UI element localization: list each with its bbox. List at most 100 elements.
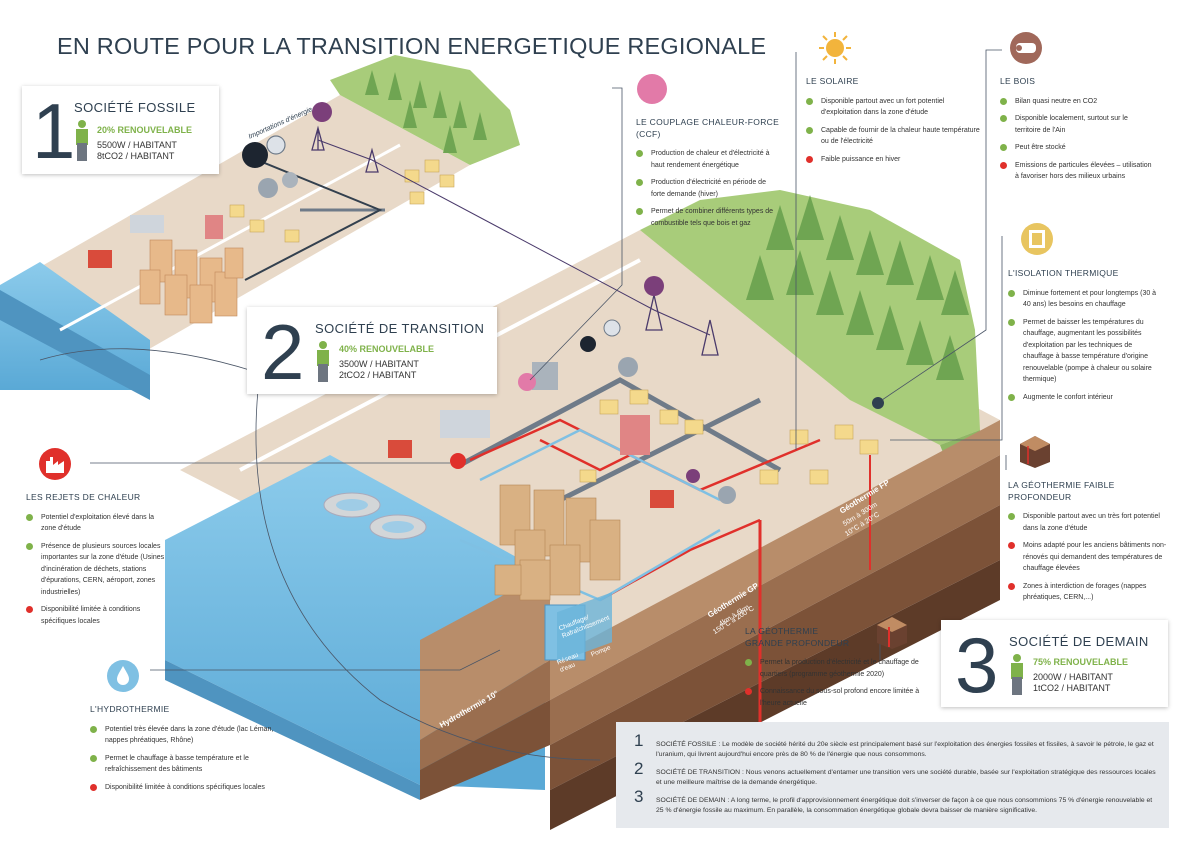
gas-tank <box>618 357 638 377</box>
bullet-positive: Potentiel d'exploitation élevé dans la z… <box>26 512 171 535</box>
bullet-negative: Disponibilité limitée à conditions spéci… <box>26 604 171 627</box>
sun-icon <box>819 32 851 64</box>
renewable-share: 20% RENOUVELABLE <box>97 125 193 135</box>
power-per-inhabitant: 5500W / HABITANT <box>97 140 177 150</box>
leader-lines <box>39 49 1007 761</box>
society-name: SOCIÉTÉ DE TRANSITION <box>315 321 485 336</box>
transition-church <box>620 415 650 455</box>
co2-per-inhabitant: 2tCO2 / HABITANT <box>339 370 417 380</box>
transition-houses <box>579 389 879 485</box>
bullet-negative: Connaissance du sous-sol profond encore … <box>745 686 935 709</box>
bullet-positive: Permet le chauffage à basse température … <box>90 753 295 776</box>
section-solaire: LE SOLAIRE Disponible partout avec un fo… <box>806 76 981 171</box>
forest-front <box>746 195 969 380</box>
society-name: SOCIÉTÉ FOSSILE <box>74 100 196 115</box>
fossil-city <box>139 239 244 324</box>
section-list: Disponible partout avec un fort potentie… <box>806 96 981 166</box>
society-number: 1 <box>32 87 76 175</box>
bullet-positive: Permet de combiner différents types de c… <box>636 206 781 229</box>
bullet-positive: Permet la production d'électricité et le… <box>745 657 935 680</box>
bullet-text: Disponible partout avec un très fort pot… <box>1023 513 1160 532</box>
section-title: LE BOIS <box>1000 76 1036 86</box>
heating-unit <box>557 592 612 663</box>
legend-number: 3 <box>634 787 644 806</box>
heat-factory-icon <box>39 448 71 480</box>
bullet-negative: Emissions de particules élevées – utilis… <box>1000 160 1155 183</box>
bullet-text: Faible puissance en hiver <box>821 155 901 163</box>
bullet-positive: Diminue fortement et pour longtemps (30 … <box>1008 288 1163 311</box>
transition-hill <box>640 190 980 445</box>
bullet-text: Augmente le confort intérieur <box>1023 393 1113 401</box>
ground-cube-icon <box>1020 436 1050 468</box>
section-ccf: LE COUPLAGE CHALEUR-FORCE (CCF) Producti… <box>636 117 781 235</box>
co2-per-inhabitant: 8tCO2 / HABITANT <box>97 151 175 161</box>
society-card-fossil: 1 SOCIÉTÉ FOSSILE 20% RENOUVELABLE 5500W… <box>22 86 219 174</box>
section-list: Potentiel très élevée dans la zone d'étu… <box>90 724 295 794</box>
bullet-positive: Disponible localement, surtout sur le te… <box>1000 113 1155 136</box>
legend-number: 2 <box>634 759 644 778</box>
bullet-negative: Zones à interdiction de forages (nappes … <box>1008 581 1168 604</box>
bullet-positive: Disponible partout avec un très fort pot… <box>1008 511 1168 534</box>
section-title: LA GÉOTHERMIE GRANDE PROFONDEUR <box>745 626 850 648</box>
bullet-text: Disponibilité limitée à conditions spéci… <box>105 783 265 791</box>
bullet-text: Connaissance du sous-sol profond encore … <box>760 688 920 707</box>
fossil-houses <box>229 159 455 243</box>
bullet-text: Production d'électricité en période de f… <box>651 179 766 198</box>
section-title: LE SOLAIRE <box>806 76 859 86</box>
page-title: EN ROUTE POUR LA TRANSITION ENERGETIQUE … <box>57 33 767 59</box>
section-title: LA GÉOTHERMIE FAIBLE PROFONDEUR <box>1008 480 1115 502</box>
section-isolation: L'ISOLATION THERMIQUE Diminue fortement … <box>1008 268 1163 409</box>
electricity-marker <box>312 102 332 122</box>
oil-drop-marker <box>242 142 268 168</box>
soil-layer-2 <box>550 455 1000 745</box>
bullet-positive: Présence de plusieurs sources locales im… <box>26 541 171 599</box>
section-list: Production de chaleur et d'électricité à… <box>636 148 781 229</box>
gas-flame-marker <box>266 135 286 155</box>
bullet-negative: Moins adapté pour les anciens bâtiments … <box>1008 540 1168 575</box>
legend-number: 1 <box>634 731 644 750</box>
bullet-positive: Permet de baisser les températures du ch… <box>1008 317 1163 386</box>
bullet-text: Potentiel très élevée dans la zone d'étu… <box>105 725 274 745</box>
legend-text: SOCIÉTÉ DE TRANSITION : Nous venons actu… <box>656 769 1156 786</box>
section-list: Permet la production d'électricité et le… <box>745 657 935 709</box>
cold-pipe <box>479 428 721 502</box>
bullet-positive: Potentiel très élevée dans la zone d'étu… <box>90 724 295 747</box>
water-drop-icon <box>107 660 139 692</box>
ccf-marker <box>518 373 536 391</box>
transition-factory <box>440 410 490 438</box>
bullet-negative: Faible puissance en hiver <box>806 154 981 166</box>
bullet-text: Bilan quasi neutre en CO2 <box>1015 97 1098 105</box>
bullet-text: Permet le chauffage à basse température … <box>105 754 249 774</box>
bullet-text: Diminue fortement et pour longtemps (30 … <box>1023 289 1157 309</box>
oil-drop-marker <box>580 336 596 352</box>
section-list: Potentiel d'exploitation élevé dans la z… <box>26 512 171 628</box>
power-per-inhabitant: 3500W / HABITANT <box>339 359 419 369</box>
bullet-positive: Disponible partout avec un fort potentie… <box>806 96 981 119</box>
bullet-positive: Augmente le confort intérieur <box>1008 392 1163 404</box>
society-name: SOCIÉTÉ DE DEMAIN <box>1009 634 1149 649</box>
legend-text: SOCIÉTÉ DE DEMAIN : A long terme, le pro… <box>656 797 1153 814</box>
society-card-demain: 3 SOCIÉTÉ DE DEMAIN 75% RENOUVELABLE 200… <box>941 620 1168 707</box>
bullet-text: Emissions de particules élevées – utilis… <box>1015 161 1152 181</box>
legend-text: SOCIÉTÉ FOSSILE : Le modèle de société h… <box>656 741 1154 758</box>
insulation-icon <box>1021 223 1053 255</box>
electricity-marker <box>644 276 664 296</box>
bullet-text: Permet de baisser les températures du ch… <box>1023 318 1152 384</box>
section-geogp: LA GÉOTHERMIE GRANDE PROFONDEUR Permet l… <box>745 626 935 715</box>
section-list: Disponible partout avec un très fort pot… <box>1008 511 1168 604</box>
section-title: LES REJETS DE CHALEUR <box>26 492 141 502</box>
renewable-share: 40% RENOUVELABLE <box>339 344 435 354</box>
bullet-text: Peut être stocké <box>1015 144 1066 151</box>
bullet-positive: Capable de fournir de la chaleur haute t… <box>806 125 981 148</box>
bullet-text: Potentiel d'exploitation élevé dans la z… <box>41 513 155 533</box>
section-hydro: L'HYDROTHERMIE Potentiel très élevée dan… <box>90 704 295 799</box>
ccf-icon <box>637 74 667 104</box>
bullet-text: Disponibilité limitée à conditions spéci… <box>41 606 141 625</box>
society-number: 3 <box>955 621 999 709</box>
deep-ground-cube-icon <box>877 617 907 649</box>
section-title: LE COUPLAGE CHALEUR-FORCE (CCF) <box>636 117 780 139</box>
section-title: L'HYDROTHERMIE <box>90 704 170 714</box>
